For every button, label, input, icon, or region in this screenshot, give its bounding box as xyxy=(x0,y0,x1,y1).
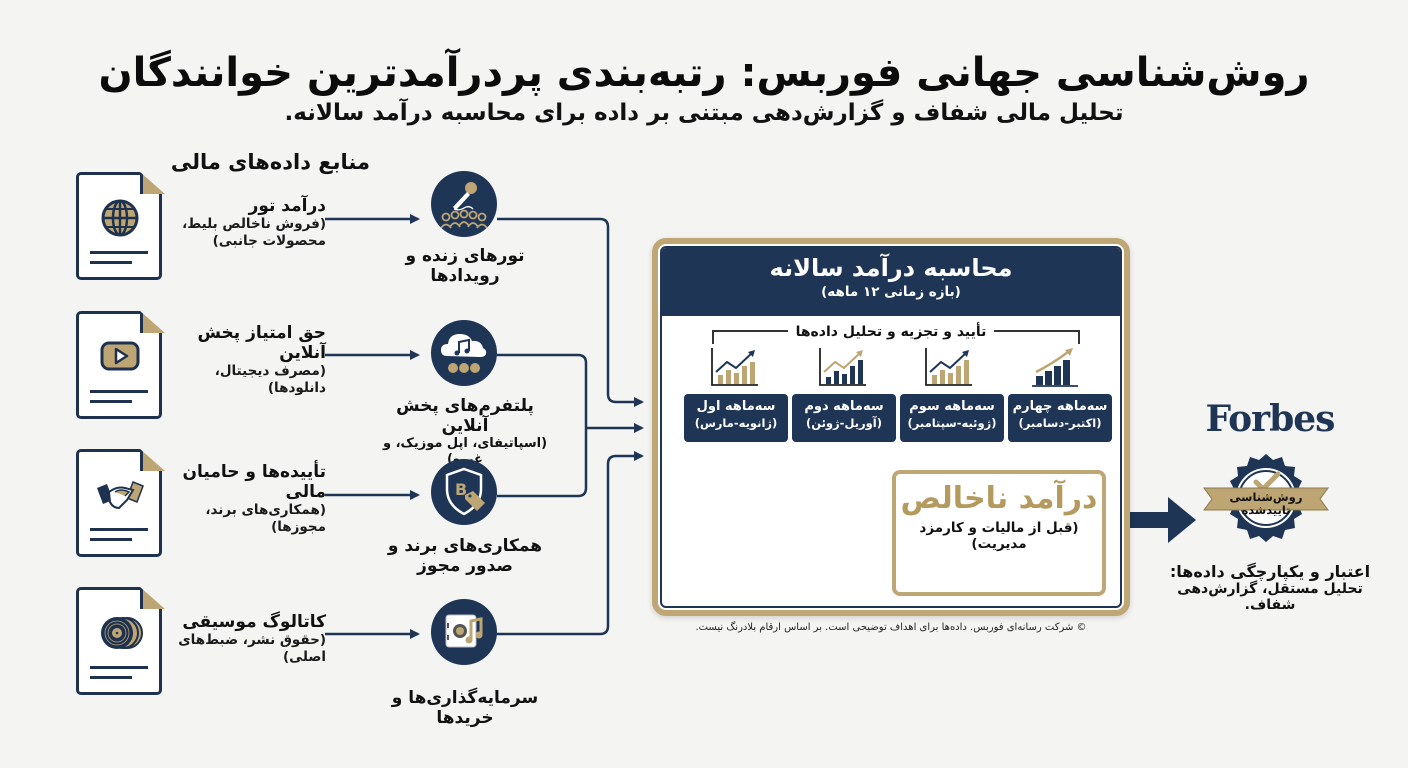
growth-chart-icon xyxy=(711,348,758,386)
vinyl-records-icon xyxy=(101,617,143,649)
source-card-catalog xyxy=(76,587,162,695)
data-integrity-note: اعتبار و یکپارچگی داده‌ها: تحلیل مستقل، … xyxy=(1150,562,1390,613)
channel-label: همکاری‌های برند و صدور مجوز xyxy=(387,536,543,576)
gross-revenue-title: درآمد ناخالص xyxy=(900,481,1098,516)
svg-text:B: B xyxy=(455,480,467,499)
quarter-q3: سه‌ماهه سوم (ژوئیه-سپتامبر) xyxy=(900,394,1004,442)
analysis-label: تأیید و تجزیه و تحلیل داده‌ها xyxy=(662,321,1120,340)
page-subtitle: تحلیل مالی شفاف و گزارش‌دهی مبتنی بر داد… xyxy=(284,100,1124,126)
source-card-streaming xyxy=(76,311,162,419)
source-card-tour xyxy=(76,172,162,280)
source-tour-text: درآمد تور (فروش ناخالص بلیط، محصولات جان… xyxy=(176,196,326,250)
calc-period: (بازه زمانی ۱۲ ماهه) xyxy=(821,284,961,300)
channel-live-tours xyxy=(431,171,497,237)
verified-seal-icon xyxy=(1203,454,1329,542)
sources-heading: منابع داده‌های مالی xyxy=(170,150,370,174)
quarter-q4: سه‌ماهه چهارم (اکتبر-دسامبر) xyxy=(1008,394,1112,442)
globe-icon xyxy=(101,199,139,237)
channel-investments xyxy=(431,599,497,665)
source-catalog-text: کاتالوگ موسیقی (حقوق نشر، ضبط‌های اصلی) xyxy=(176,612,326,666)
gross-revenue-box: درآمد ناخالص (قبل از مالیات و کارمزد مدی… xyxy=(892,470,1106,596)
growth-chart-icon xyxy=(1032,348,1078,387)
source-desc: (حقوق نشر، ضبط‌های اصلی) xyxy=(178,632,326,665)
channel-label: سرمایه‌گذاری‌ها و خریدها xyxy=(391,688,539,728)
source-endorsements-text: تأییده‌ها و حامیان مالی (همکاری‌های برند… xyxy=(176,462,326,536)
channel-brand-deals: B xyxy=(431,459,497,525)
integrity-desc: تحلیل مستقل، گزارش‌دهی شفاف. xyxy=(1177,581,1363,613)
source-desc: (مصرف دیجیتال، دانلودها) xyxy=(214,363,326,396)
calc-title: محاسبه درآمد سالانه xyxy=(769,254,1013,282)
source-desc: (فروش ناخالص بلیط، محصولات جانبی) xyxy=(182,216,326,249)
source-title: تأییده‌ها و حامیان مالی xyxy=(182,462,326,502)
annual-revenue-calculation-panel: محاسبه درآمد سالانه (بازه زمانی ۱۲ ماهه)… xyxy=(652,238,1130,616)
integrity-title: اعتبار و یکپارچگی داده‌ها: xyxy=(1169,562,1371,581)
source-title: درآمد تور xyxy=(248,196,326,216)
cloud-music-icon xyxy=(441,334,487,373)
channel-label: پلتفرم‌های پخش آنلاین (اسپاتیفای، اپل مو… xyxy=(370,396,560,468)
source-desc: (همکاری‌های برند، مجوزها) xyxy=(205,502,326,535)
channel-streaming xyxy=(431,320,497,386)
safe-music-icon xyxy=(445,614,483,648)
microphone-crowd-icon xyxy=(440,182,488,229)
video-play-icon xyxy=(100,341,140,371)
forbes-logo: Forbes xyxy=(1205,398,1336,440)
channel-label-title: پلتفرم‌های پخش آنلاین xyxy=(396,396,534,436)
gross-revenue-note: (قبل از مالیات و کارمزد مدیریت) xyxy=(919,520,1079,552)
source-card-endorsements xyxy=(76,449,162,557)
source-streaming-text: حق امتیاز پخش آنلاین (مصرف دیجیتال، دانل… xyxy=(176,323,326,397)
quarter-q2: سه‌ماهه دوم (آوریل-ژوئن) xyxy=(792,394,896,442)
channel-label: تورهای زنده و رویدادها xyxy=(405,246,525,286)
handshake-icon xyxy=(97,481,144,510)
growth-chart-icon xyxy=(925,348,972,386)
quarter-q1: سه‌ماهه اول (ژانویه-مارس) xyxy=(684,394,788,442)
copyright-footnote: © شرکت رسانه‌ای فوربس. داده‌ها برای اهدا… xyxy=(695,622,1087,633)
source-title: حق امتیاز پخش آنلاین xyxy=(197,323,326,363)
calc-header: محاسبه درآمد سالانه (بازه زمانی ۱۲ ماهه) xyxy=(662,248,1120,316)
brand-shield-tag-icon: B xyxy=(445,467,485,516)
page-title: روش‌شناسی جهانی فوربس: رتبه‌بندی پردرآمد… xyxy=(98,50,1311,96)
seal-label: روش‌شناسی تاییدشده xyxy=(1229,490,1303,517)
growth-chart-icon xyxy=(819,348,866,386)
source-title: کاتالوگ موسیقی xyxy=(182,612,326,632)
